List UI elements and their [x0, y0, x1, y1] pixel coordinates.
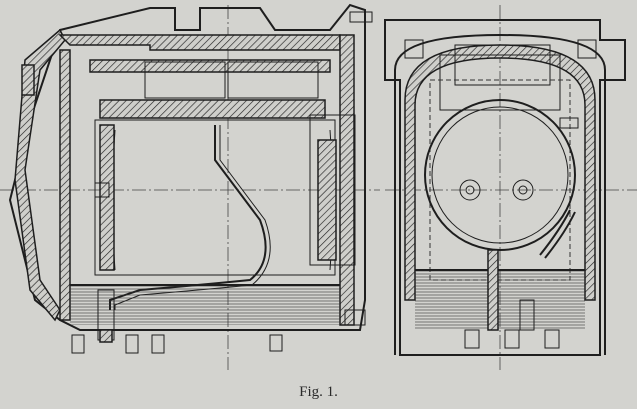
- figure-caption: Fig. 1.: [299, 384, 338, 400]
- end-section-view: [384, 5, 637, 370]
- technical-drawing: [0, 3, 637, 370]
- side-section-view: [0, 3, 380, 370]
